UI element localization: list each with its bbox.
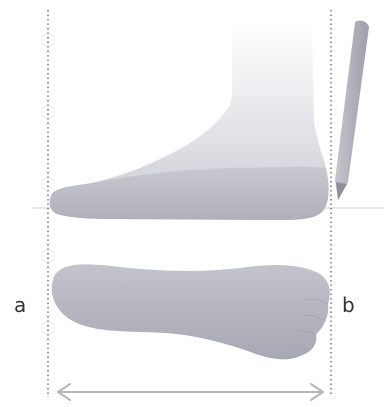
double-arrow-icon — [57, 383, 324, 401]
foot-top-view — [51, 264, 330, 360]
toe-details — [287, 298, 327, 351]
label-b: b — [342, 293, 355, 317]
foot-side-sole — [49, 166, 329, 220]
label-a: a — [14, 293, 27, 317]
pencil-icon — [335, 20, 369, 201]
